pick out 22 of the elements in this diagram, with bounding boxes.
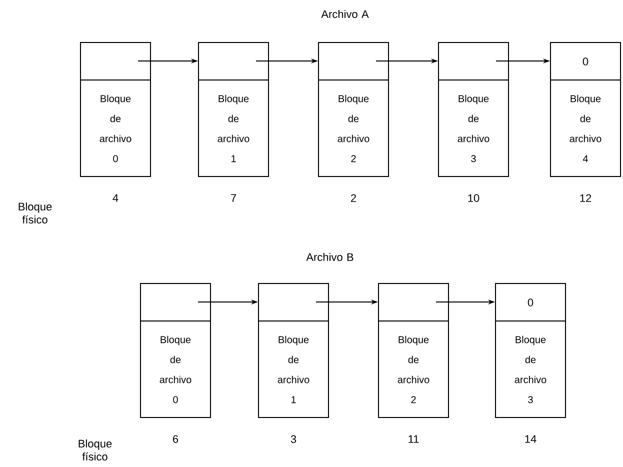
file-block: Bloque de archivo 2 — [318, 42, 389, 177]
file-block: 0 Bloque de archivo 4 — [550, 42, 621, 177]
file-block: Bloque de archivo 1 — [198, 42, 269, 177]
file-block: 0 Bloque de archivo 3 — [495, 283, 566, 418]
row-label: Bloque físico — [18, 202, 52, 224]
block-number: 7 — [231, 194, 236, 202]
block-number: 14 — [525, 435, 536, 443]
file-block: Bloque de archivo 2 — [378, 283, 449, 418]
file-block: Bloque de archivo 0 — [140, 283, 211, 418]
file-block: Bloque de archivo 3 — [438, 42, 509, 177]
block-number: 2 — [351, 194, 356, 202]
block-number: 11 — [408, 435, 419, 443]
file-block: Bloque de archivo 0 — [80, 42, 151, 177]
block-number: 6 — [173, 435, 178, 443]
row-label: Bloque físico — [78, 439, 112, 461]
file-block: Bloque de archivo 1 — [258, 283, 329, 418]
block-number: 12 — [580, 194, 592, 202]
block-number: 3 — [290, 435, 296, 443]
block-number: 10 — [468, 194, 480, 202]
file-title: Archivo A — [321, 10, 369, 18]
file-title: Archivo B — [306, 252, 354, 262]
block-number: 4 — [112, 194, 118, 202]
